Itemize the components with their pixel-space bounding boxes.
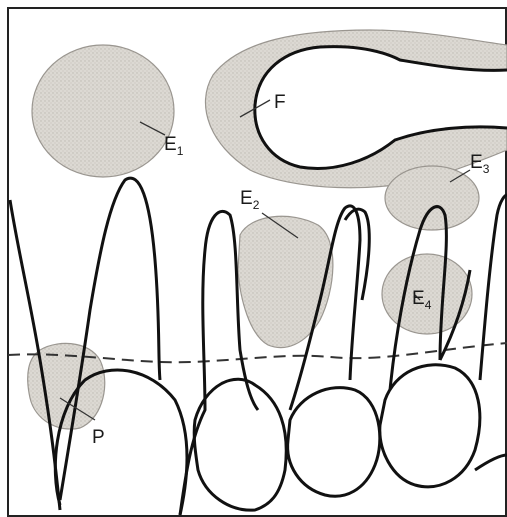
lesion-e2 <box>238 216 333 347</box>
molar-crown <box>380 365 480 487</box>
lesion-e1 <box>32 45 174 177</box>
tooth-crown-right-edge <box>475 455 507 470</box>
lesion-e3 <box>385 166 479 230</box>
canine-root <box>60 178 160 500</box>
premolar-crown-2 <box>288 388 380 497</box>
lesion-e4 <box>382 254 472 334</box>
label-e1: E1 <box>164 134 184 158</box>
canine-crown <box>55 370 187 515</box>
label-p: P <box>92 427 105 448</box>
label-f: F <box>274 92 286 113</box>
label-e2: E2 <box>240 188 260 212</box>
tooth-root-right-edge <box>480 195 507 380</box>
premolar-crown-1 <box>194 379 286 510</box>
